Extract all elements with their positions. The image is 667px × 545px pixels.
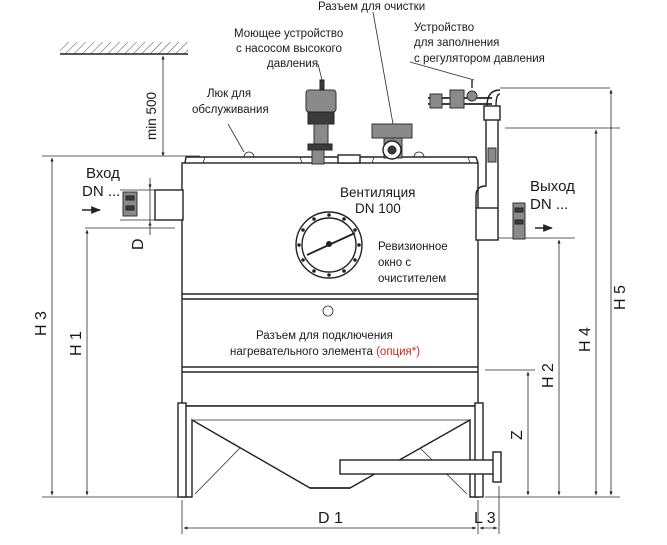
ceiling <box>60 42 188 55</box>
inlet-label-line1: Вход <box>86 165 120 182</box>
hatch-pointer <box>227 123 245 153</box>
window-label-line1: Ревизионное <box>378 241 448 253</box>
heater-option-label: (опция*) <box>376 346 420 358</box>
inspection-window <box>295 211 363 279</box>
window-bolt <box>312 269 316 273</box>
filling-device <box>409 61 492 109</box>
window-bolt <box>327 213 331 217</box>
hatch-label-line1: Люк для <box>207 88 251 100</box>
window-bolt <box>301 258 305 262</box>
window-bolt <box>357 243 361 247</box>
d1-label: D 1 <box>318 510 343 527</box>
vent-pipe <box>337 154 361 164</box>
filling-label-line3: с регулятором давления <box>414 53 545 65</box>
window-bolt <box>327 273 331 277</box>
filling-label-line2: для заполнения <box>414 37 499 49</box>
tank <box>177 151 484 498</box>
extension-lines <box>42 87 620 498</box>
heater-label-main: нагревательного элемента <box>230 346 376 358</box>
d1-dimension: D 1 <box>181 500 479 534</box>
inlet-pipe <box>122 189 184 221</box>
diameter-dimension: D <box>130 178 152 250</box>
h2-dimension: H 2 <box>540 239 561 496</box>
z-dimension: Z <box>509 371 530 496</box>
washer-label-line1: Моющее устройство <box>234 28 343 40</box>
window-bolt <box>342 217 346 221</box>
l3-label: L 3 <box>474 510 496 527</box>
h5-label: H 5 <box>612 285 629 310</box>
window-label-line3: очистителем <box>378 273 446 285</box>
drain-pipe <box>339 451 502 483</box>
min-clearance-label: min 500 <box>144 92 159 140</box>
vent-label-line2: DN 100 <box>355 201 401 216</box>
washer-label-line3: давления <box>267 58 318 70</box>
h3-dimension: H 3 <box>33 157 54 496</box>
window-label-line2: окно с <box>378 257 411 269</box>
outlet-pipe <box>475 89 526 241</box>
window-bolt <box>342 269 346 273</box>
hatch-label-line2: обслуживания <box>192 104 269 116</box>
washer-label-line2: с насосом высокого <box>236 43 342 55</box>
heater-label-line2: нагревательного элемента (опция*) <box>230 346 420 358</box>
z-label: Z <box>509 430 526 440</box>
inlet-label-line2: DN ... <box>82 183 120 200</box>
heater-label-line1: Разъем для подключения <box>256 330 393 342</box>
cleaning-port <box>371 11 413 160</box>
h4-label: H 4 <box>577 327 594 352</box>
window-bolt <box>301 228 305 232</box>
window-bolt <box>297 243 301 247</box>
min-clearance-dimension: min 500 <box>144 55 165 157</box>
d-label: D <box>130 238 147 250</box>
vent-label-line1: Вентиляция <box>340 185 415 200</box>
outlet-label-line2: DN ... <box>530 196 568 213</box>
washer-pump <box>305 63 337 165</box>
h2-label: H 2 <box>540 363 557 388</box>
cleaning-port-label: Разъем для очистки <box>318 1 425 13</box>
window-bolt <box>312 217 316 221</box>
outlet-label-line1: Выход <box>530 178 575 195</box>
window-bolt <box>353 228 357 232</box>
h1-label: H 1 <box>68 331 85 356</box>
heater-connection <box>322 305 334 317</box>
h3-label: H 3 <box>33 311 50 336</box>
window-bolt <box>353 258 357 262</box>
h1-dimension: H 1 <box>68 229 89 496</box>
h5-dimension: H 5 <box>609 89 629 496</box>
filling-label-line1: Устройство <box>414 22 474 34</box>
l3-dimension: L 3 <box>474 486 500 534</box>
h4-dimension: H 4 <box>577 129 598 496</box>
